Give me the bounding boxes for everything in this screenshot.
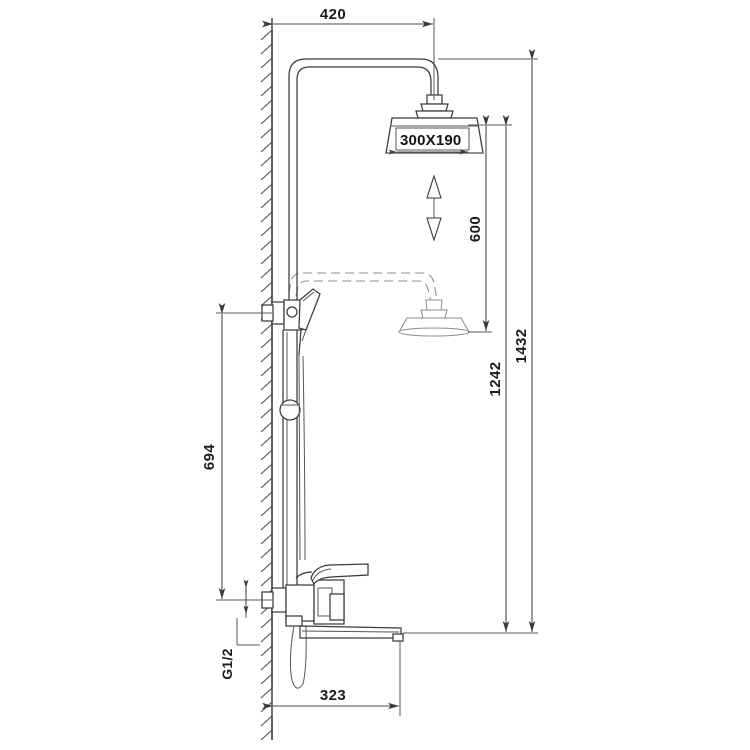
dimension-1432: 1432 <box>403 49 538 634</box>
dimension-420-label: 420 <box>320 6 346 23</box>
lever-handle <box>295 563 369 586</box>
height-adjust-arrow <box>426 174 442 242</box>
wall-hatching <box>260 29 273 741</box>
bath-spout <box>299 625 404 642</box>
slider-holder <box>279 399 301 421</box>
dimension-323-label: 323 <box>320 687 346 704</box>
overhead-shower-size-label: 300X190 <box>400 132 461 149</box>
inlet-connector <box>271 587 287 613</box>
dimension-600: 600 <box>467 115 492 333</box>
dimension-1242-label: 1242 <box>487 362 504 397</box>
wall-bracket <box>261 299 303 331</box>
dimension-420: 420 <box>262 6 435 100</box>
thread-label-text: G1/2 <box>219 648 235 680</box>
dimension-694: 694 <box>201 303 272 601</box>
shower-riser-arm <box>288 58 439 300</box>
dimension-323: 323 <box>262 641 401 716</box>
wall-section <box>260 18 273 741</box>
hose-tail <box>289 625 307 689</box>
lowered-shower-head <box>288 272 470 337</box>
riser-rail <box>282 330 298 600</box>
dimension-600-label: 600 <box>467 216 484 242</box>
dimension-1242: 1242 <box>403 115 512 634</box>
hand-shower <box>298 288 321 356</box>
dimension-1432-label: 1432 <box>513 329 530 364</box>
dimension-694-label: 694 <box>201 444 218 470</box>
shower-hose <box>298 354 306 561</box>
mixer-valve <box>261 563 369 627</box>
thread-label-g12: G1/2 <box>219 579 260 680</box>
overhead-shower-head: 300X190 <box>385 94 484 155</box>
